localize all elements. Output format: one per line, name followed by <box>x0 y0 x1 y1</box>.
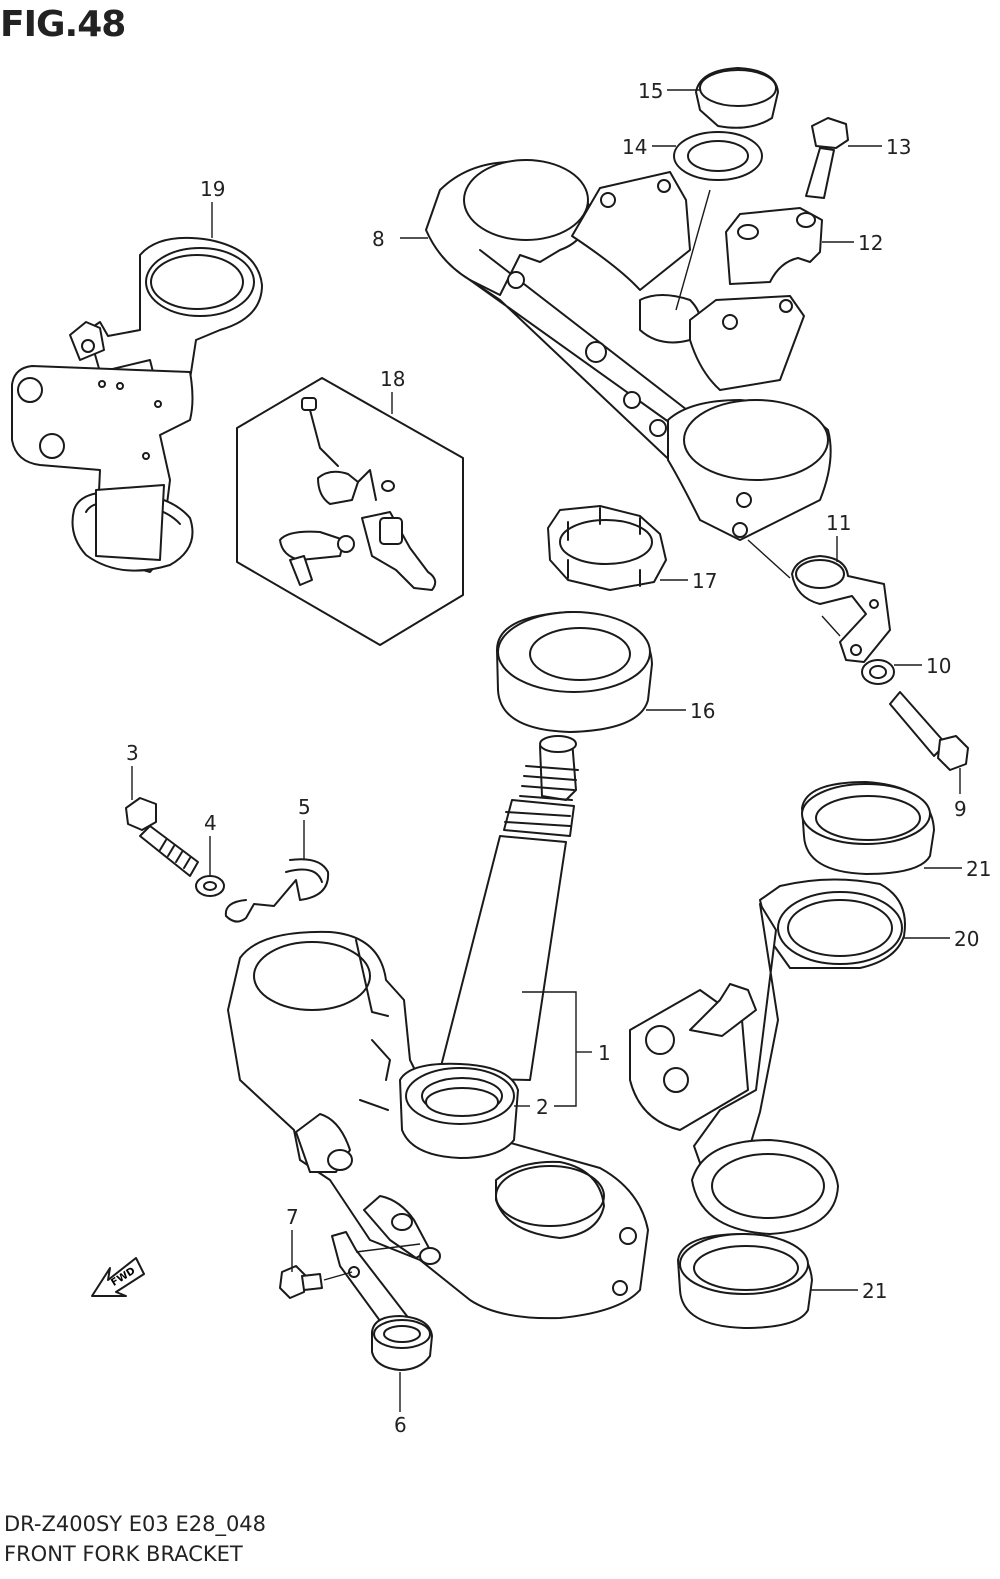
part-5-wire-clip[interactable] <box>224 858 330 923</box>
part-2-seal[interactable] <box>425 1087 499 1117</box>
callout-10: 10 <box>926 654 951 678</box>
part-21-seal-upper[interactable] <box>801 781 935 875</box>
part-6-cable-guide[interactable] <box>331 1231 433 1371</box>
callout-leader-lines <box>131 89 962 1412</box>
part-17-steering-nut[interactable] <box>547 505 667 591</box>
callout-11: 11 <box>826 511 851 535</box>
callout-7: 7 <box>286 1205 299 1229</box>
callout-16: 16 <box>690 699 715 723</box>
callout-9: 9 <box>954 797 967 821</box>
figure-title: FIG.48 <box>0 4 126 45</box>
part-9-bolt[interactable] <box>889 691 969 771</box>
part-14-washer[interactable] <box>673 131 763 181</box>
callout-19: 19 <box>200 177 225 201</box>
callout-21-lower: 21 <box>862 1279 887 1303</box>
callout-15: 15 <box>638 79 663 103</box>
part-12-handlebar-clamp[interactable] <box>725 207 823 285</box>
part-11-stay[interactable] <box>791 555 891 663</box>
part-20-bracket[interactable] <box>629 878 906 1235</box>
part-21-seal-lower[interactable] <box>677 1233 813 1329</box>
part-18-lock-set[interactable] <box>236 377 464 646</box>
part-10-washer[interactable] <box>861 659 895 685</box>
callout-13: 13 <box>886 135 911 159</box>
callout-2: 2 <box>536 1095 549 1119</box>
callout-17: 17 <box>692 569 717 593</box>
callout-8: 8 <box>372 227 385 251</box>
part-19-bracket[interactable] <box>11 236 263 573</box>
part-4-washer[interactable] <box>195 875 225 897</box>
callout-1: 1 <box>598 1041 611 1065</box>
footer-diagram-name: FRONT FORK BRACKET <box>4 1542 243 1566</box>
part-15-cap-nut[interactable] <box>695 67 779 129</box>
callout-4: 4 <box>204 811 217 835</box>
part-13-bolt[interactable] <box>805 117 849 199</box>
callout-14: 14 <box>622 135 647 159</box>
part-1-steering-stem[interactable] <box>227 735 649 1320</box>
callout-5: 5 <box>298 795 311 819</box>
part-8-upper-bracket[interactable] <box>425 159 832 541</box>
callout-18: 18 <box>380 367 405 391</box>
footer-model-code: DR-Z400SY E03 E28_048 <box>4 1512 267 1536</box>
part-16-bearing[interactable] <box>496 611 653 733</box>
callout-12: 12 <box>858 231 883 255</box>
callout-21-upper: 21 <box>966 857 991 881</box>
part-3-bolt[interactable] <box>125 797 199 877</box>
callout-labels: 15 14 13 12 8 19 18 11 17 10 16 9 3 4 5 … <box>126 79 991 1437</box>
callout-3: 3 <box>126 741 139 765</box>
part-7-bolt[interactable] <box>279 1265 323 1299</box>
callout-6: 6 <box>394 1413 407 1437</box>
callout-20: 20 <box>954 927 979 951</box>
fwd-direction-arrow: FWD <box>91 1257 145 1297</box>
